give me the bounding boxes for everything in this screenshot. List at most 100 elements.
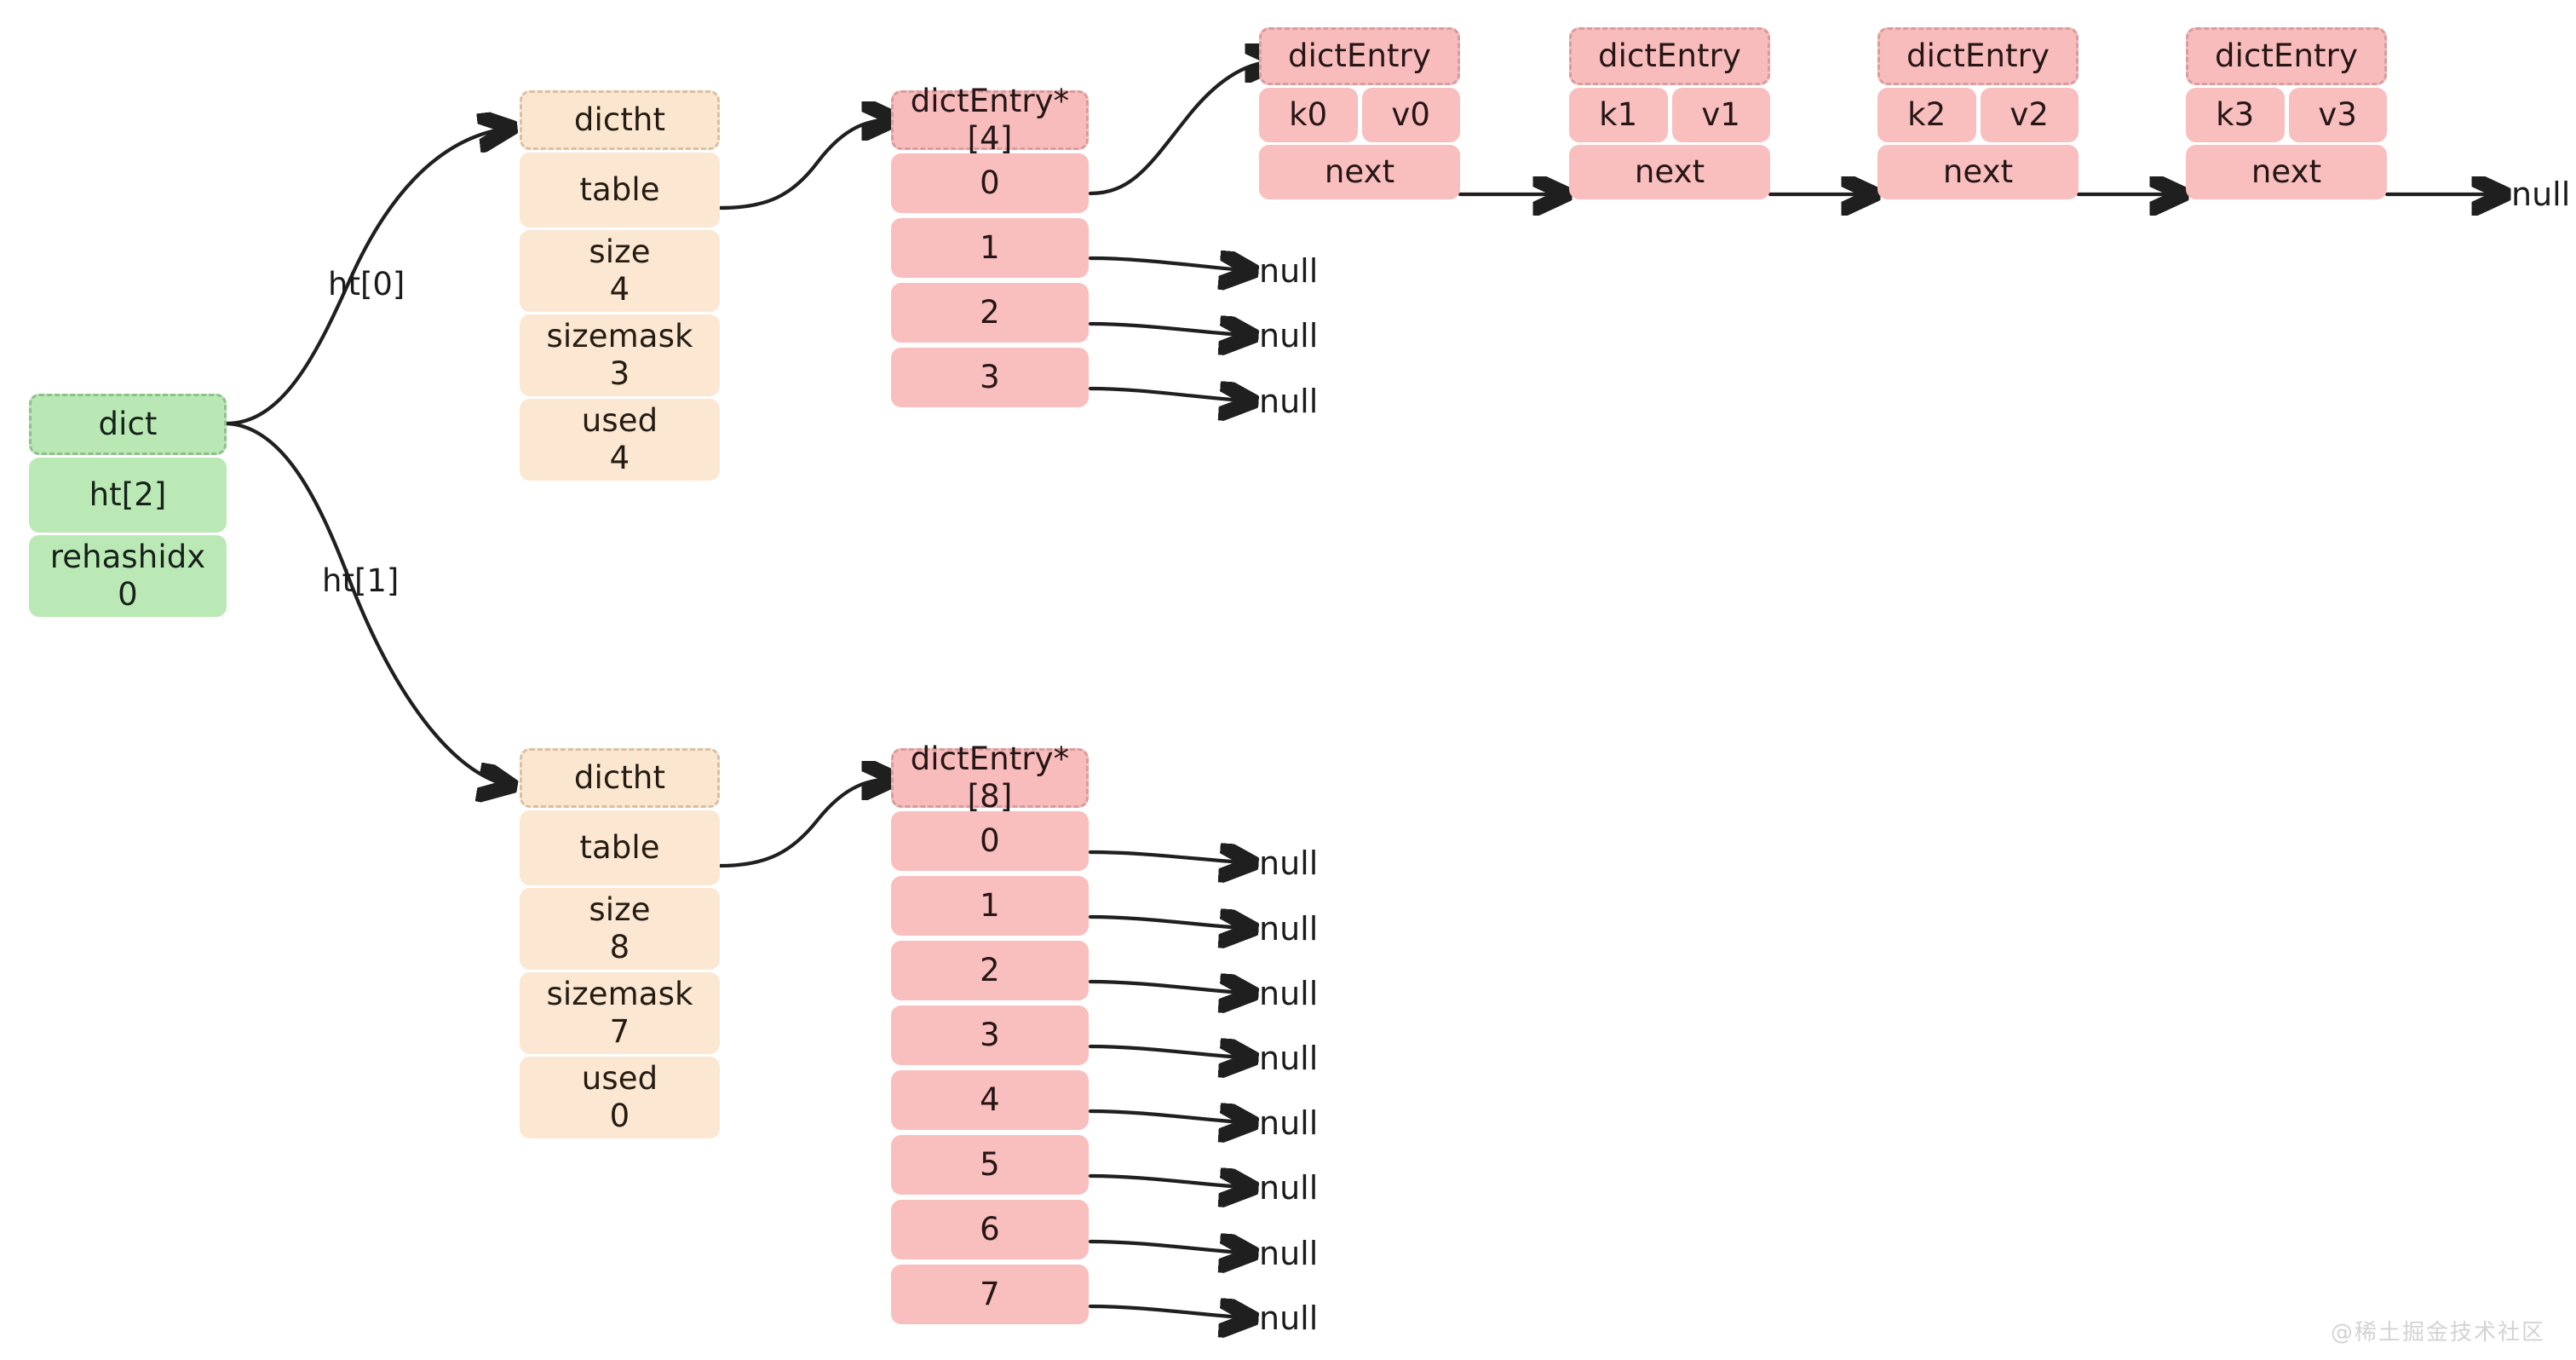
- dictht-0-table-label: table: [579, 171, 660, 209]
- dictht-0-used-value: 4: [609, 440, 630, 476]
- bucket-array-1-slot-3[interactable]: 3: [891, 1006, 1089, 1065]
- dictht-0-sizemask-value: 3: [609, 355, 630, 392]
- dict-entry-3-node: dictEntry k3 v3 next: [2186, 27, 2387, 199]
- dict-entry-3-header: dictEntry: [2186, 27, 2387, 85]
- dictht-1-field-size: size 8: [520, 888, 720, 970]
- bucket-array-0-header: dictEntry*[4]: [891, 83, 1089, 157]
- dict-entry-2-node: dictEntry k2 v2 next: [1877, 27, 2079, 199]
- null-terminal-top-1: null: [1259, 317, 1319, 354]
- edge-lower-bucket5-to-null: [1088, 1176, 1252, 1188]
- edge-lower-bucket1-to-null: [1088, 917, 1252, 929]
- edge-label-ht1: ht[1]: [322, 562, 400, 599]
- dictht-0-size-label: size: [589, 233, 651, 271]
- dict-entry-0-node: dictEntry k0 v0 next: [1259, 27, 1460, 199]
- dictht-1-size-label: size: [589, 891, 651, 929]
- dictht-0-field-used: used 4: [520, 399, 720, 481]
- dict-header: dict: [29, 394, 227, 455]
- dictht-1-size-value: 8: [609, 929, 630, 965]
- edge-lower-bucket2-to-null: [1088, 982, 1252, 994]
- dictht-0-header: dictht: [520, 90, 720, 150]
- dictht-1-node: dictht table size 8 sizemask 7 used 0: [520, 748, 720, 1138]
- dict-entry-2-key: k2: [1877, 88, 1976, 142]
- null-terminal-bottom-7: null: [1259, 1299, 1319, 1337]
- bucket-array-1-slot-4[interactable]: 4: [891, 1070, 1089, 1130]
- dictht-1-field-used: used 0: [520, 1057, 720, 1138]
- bucket-array-0-slot-0[interactable]: 0: [891, 153, 1089, 213]
- dict-entry-1-value: v1: [1671, 88, 1770, 142]
- dict-entry-0-header: dictEntry: [1259, 27, 1460, 85]
- dict-node: dict ht[2] rehashidx 0: [29, 394, 227, 617]
- dictht-0-sizemask-label: sizemask: [546, 318, 693, 355]
- bucket-array-1-slot-6[interactable]: 6: [891, 1200, 1089, 1259]
- dict-entry-3-kv-row: k3 v3: [2186, 88, 2387, 142]
- dict-entry-1-next: next: [1569, 145, 1770, 199]
- dict-field-ht-label: ht[2]: [89, 476, 167, 514]
- bucket-array-1-slot-1[interactable]: 1: [891, 876, 1089, 936]
- bucket-array-1-node: dictEntry*[8] 0 1 2 3 4 5 6 7: [891, 741, 1089, 1324]
- bucket-array-1-slot-2[interactable]: 2: [891, 941, 1089, 1000]
- dictht-1-field-table: table: [520, 810, 720, 885]
- null-terminal-bottom-6: null: [1259, 1235, 1319, 1272]
- dict-entry-2-value: v2: [1980, 88, 2079, 142]
- dictht-1-sizemask-label: sizemask: [546, 976, 693, 1013]
- dictht-1-sizemask-value: 7: [609, 1013, 630, 1050]
- null-terminal-bottom-1: null: [1259, 910, 1319, 948]
- dict-entry-2-header: dictEntry: [1877, 27, 2079, 85]
- dictht-0-field-size: size 4: [520, 230, 720, 312]
- dict-entry-3-value: v3: [2288, 88, 2387, 142]
- bucket-array-1-slot-7[interactable]: 7: [891, 1265, 1089, 1324]
- null-terminal-top-0: null: [1259, 252, 1319, 290]
- null-terminal-bottom-5: null: [1259, 1169, 1319, 1207]
- edge-lower-bucket3-to-null: [1088, 1046, 1252, 1058]
- edge-bucket0-to-entry0: [1088, 61, 1278, 196]
- bucket-array-1-slot-5[interactable]: 5: [891, 1135, 1089, 1195]
- bucket-array-1-header: dictEntry*[8]: [891, 741, 1089, 815]
- dict-entry-0-kv-row: k0 v0: [1259, 88, 1460, 142]
- null-terminal-bottom-2: null: [1259, 975, 1319, 1012]
- edge-bucket3-to-null: [1088, 389, 1252, 401]
- null-terminal-bottom-0: null: [1259, 844, 1319, 882]
- dict-entry-3-key: k3: [2186, 88, 2285, 142]
- edge-ht1-table-to-array: [717, 779, 894, 868]
- dict-entry-2-next: next: [1877, 145, 2079, 199]
- dict-field-rehashidx: rehashidx 0: [29, 535, 227, 617]
- watermark: @稀土掘金技术社区: [2330, 1320, 2545, 1346]
- edge-bucket1-to-null: [1088, 258, 1252, 271]
- dictht-1-used-value: 0: [609, 1098, 630, 1134]
- null-terminal-top-2: null: [1259, 383, 1319, 420]
- dictht-1-used-label: used: [581, 1060, 658, 1098]
- dictht-0-used-label: used: [581, 402, 658, 440]
- edge-lower-bucket7-to-null: [1088, 1306, 1252, 1318]
- dict-entry-0-next: next: [1259, 145, 1460, 199]
- dict-entry-2-kv-row: k2 v2: [1877, 88, 2079, 142]
- edge-lower-bucket6-to-null: [1088, 1242, 1252, 1253]
- edge-dict-to-ht1: [224, 421, 511, 786]
- dict-field-rehashidx-label: rehashidx: [49, 539, 206, 576]
- edge-lower-bucket4-to-null: [1088, 1111, 1252, 1123]
- edge-bucket2-to-null: [1088, 324, 1252, 336]
- dictht-1-table-label: table: [579, 829, 660, 867]
- bucket-array-0-slot-2[interactable]: 2: [891, 283, 1089, 343]
- dict-entry-1-kv-row: k1 v1: [1569, 88, 1770, 142]
- dict-field-rehashidx-value: 0: [118, 576, 138, 613]
- dict-entry-1-header: dictEntry: [1569, 27, 1770, 85]
- null-terminal-bottom-4: null: [1259, 1104, 1319, 1142]
- dict-entry-3-next: next: [2186, 145, 2387, 199]
- dict-entry-1-node: dictEntry k1 v1 next: [1569, 27, 1770, 199]
- dictht-0-field-sizemask: sizemask 3: [520, 314, 720, 396]
- bucket-array-0-slot-1[interactable]: 1: [891, 218, 1089, 278]
- dictht-1-header: dictht: [520, 748, 720, 808]
- dictht-1-field-sizemask: sizemask 7: [520, 972, 720, 1054]
- dictht-0-field-table: table: [520, 153, 720, 228]
- bucket-array-0-slot-3[interactable]: 3: [891, 348, 1089, 407]
- null-terminal-chain-tail: null: [2511, 176, 2571, 213]
- dict-entry-1-key: k1: [1569, 88, 1668, 142]
- dictht-0-size-value: 4: [609, 271, 630, 308]
- dict-field-ht: ht[2]: [29, 458, 227, 533]
- dictht-0-node: dictht table size 4 sizemask 3 used 4: [520, 90, 720, 481]
- edge-lower-bucket0-to-null: [1088, 852, 1252, 863]
- edge-label-ht0: ht[0]: [328, 266, 405, 303]
- bucket-array-1-slot-0[interactable]: 0: [891, 811, 1089, 871]
